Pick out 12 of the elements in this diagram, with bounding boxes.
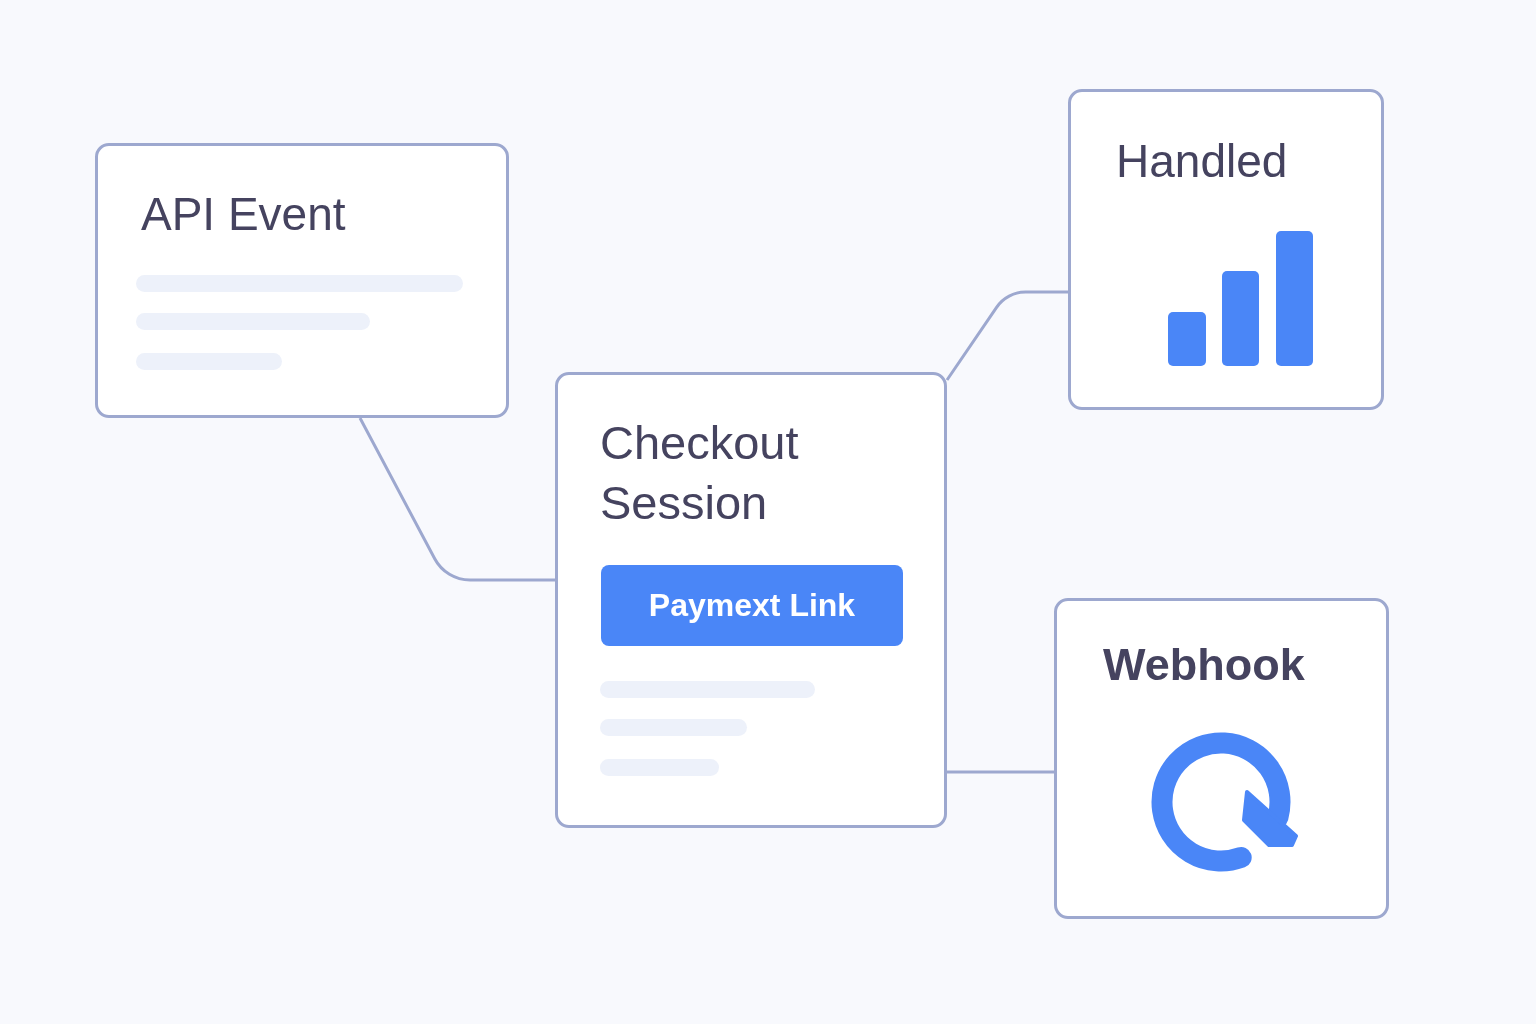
connector-line [358, 417, 555, 582]
card-title: Checkout Session [600, 415, 800, 531]
card [555, 372, 947, 828]
card-title: Handled [1116, 135, 1289, 187]
card [95, 143, 509, 418]
card-title: API Event [141, 188, 347, 240]
connector-line [947, 770, 1054, 774]
card [1054, 598, 1389, 919]
card-title: Webhook [1103, 639, 1306, 691]
card [1068, 89, 1384, 410]
link-button: Paymext Link [601, 565, 903, 646]
connector-line [945, 290, 1068, 381]
